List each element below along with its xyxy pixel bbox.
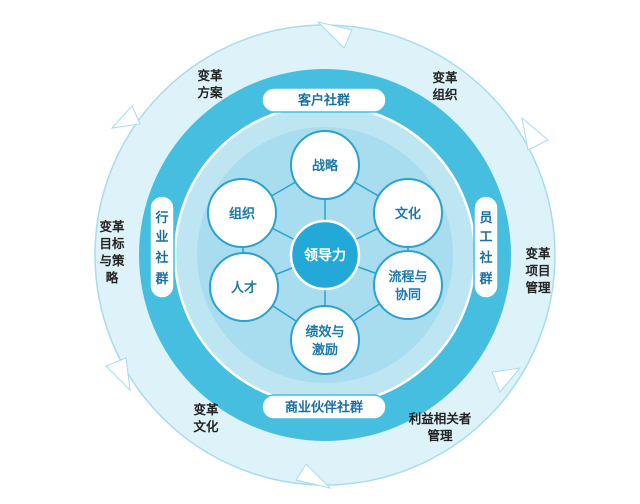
node-process-label-line1: 流程与 <box>388 269 427 285</box>
node-strategy-label: 战略 <box>312 158 339 174</box>
node-performance-label-line2: 激励 <box>312 342 338 358</box>
node-talent-label: 人才 <box>231 280 257 296</box>
node-organization-label: 组织 <box>229 206 255 222</box>
outer-label-line: 组织 <box>432 87 458 102</box>
cycle-arrow-notch-top <box>316 21 353 49</box>
ring-label-left-char: 群 <box>155 271 168 287</box>
outer-label-right: 变革 项目 管理 <box>525 246 551 295</box>
node-process-label-line2: 协同 <box>395 287 421 303</box>
ring-label-top: 客户社群 <box>261 87 387 113</box>
ring-label-bottom: 商业伙伴社群 <box>261 394 387 420</box>
node-strategy: 战略 <box>290 130 360 200</box>
outer-label-line: 利益相关者 <box>409 411 472 426</box>
ring-label-top-pill <box>261 87 387 113</box>
node-process: 流程与 协同 <box>373 250 443 320</box>
outer-label-line: 变革 <box>432 70 458 85</box>
node-organization: 组织 <box>207 178 277 248</box>
ring-label-left-char: 业 <box>155 229 168 245</box>
node-leadership-label: 领导力 <box>304 247 346 264</box>
outer-label-line: 变革 <box>525 246 551 261</box>
ring-label-bottom-text: 商业伙伴社群 <box>285 400 363 416</box>
ring-label-left: 行 业 社 群 <box>149 195 175 299</box>
outer-label-left: 变革 目标 与策 略 <box>99 219 125 285</box>
node-organization-circle <box>207 178 277 248</box>
outer-label-line: 管理 <box>525 280 551 295</box>
outer-label-top-left: 变革 方案 <box>197 68 223 100</box>
ring-label-right-char: 员 <box>479 211 492 226</box>
ring-label-right: 员 工 社 群 <box>473 195 499 299</box>
ring-label-right-char: 群 <box>479 271 492 287</box>
outer-label-line: 略 <box>106 270 119 285</box>
outer-label-line: 变革 <box>193 402 219 417</box>
ring-label-right-char: 社 <box>478 250 492 266</box>
node-culture-label: 文化 <box>395 206 421 222</box>
node-process-circle <box>373 250 443 320</box>
outer-label-line: 目标 <box>99 236 125 251</box>
node-performance-label-line1: 绩效与 <box>305 324 344 340</box>
ring-label-left-char: 行 <box>154 210 168 226</box>
outer-label-line: 管理 <box>427 428 453 443</box>
ring-label-left-char: 社 <box>154 250 168 266</box>
outer-label-bottom-left: 变革 文化 <box>193 402 219 434</box>
outer-label-line: 变革 <box>197 68 223 83</box>
ring-label-right-pill <box>473 195 499 299</box>
node-culture: 文化 <box>373 178 443 248</box>
node-performance: 绩效与 激励 <box>290 305 360 375</box>
ring-label-bottom-pill <box>261 394 387 420</box>
cycle-arrow-notch-lower-right <box>491 367 522 393</box>
outer-label-line: 项目 <box>525 263 550 278</box>
outer-label-line: 文化 <box>193 419 219 434</box>
cycle-arrow-notch-upper-right <box>521 116 549 151</box>
ring-label-left-pill <box>149 195 175 299</box>
node-talent: 人才 <box>209 252 279 322</box>
cycle-arrow-notch-bottom <box>295 463 332 489</box>
ring-label-top-text: 客户社群 <box>298 93 350 109</box>
ring-label-right-char: 工 <box>479 230 492 245</box>
outer-label-line: 与策 <box>99 253 125 268</box>
cycle-arrow-notch-upper-left <box>110 105 141 129</box>
node-culture-circle <box>373 178 443 248</box>
cycle-arrow-notch-lower-left <box>105 357 131 392</box>
outer-label-line: 变革 <box>99 219 125 234</box>
node-talent-circle <box>209 252 279 322</box>
outer-label-top-right: 变革 组织 <box>432 70 458 102</box>
node-strategy-circle <box>290 130 360 200</box>
outer-label-bottom-right: 利益相关者 管理 <box>409 411 472 443</box>
node-leadership-circle <box>289 219 361 291</box>
outer-label-line: 方案 <box>197 85 223 100</box>
node-performance-circle <box>290 305 360 375</box>
node-leadership: 领导力 <box>289 219 361 291</box>
